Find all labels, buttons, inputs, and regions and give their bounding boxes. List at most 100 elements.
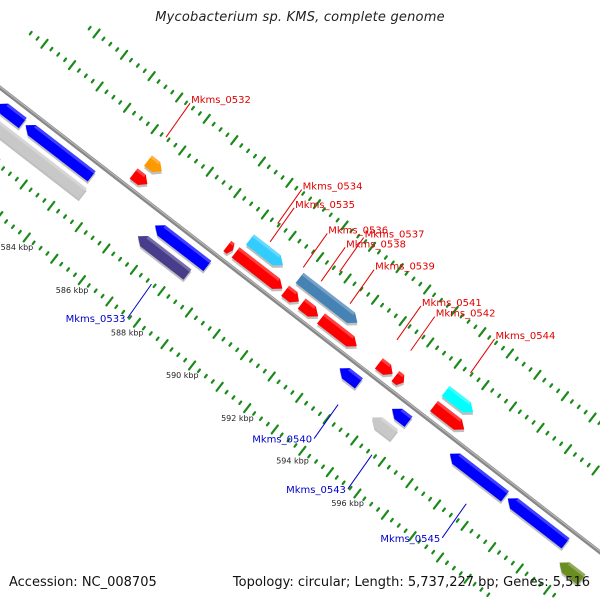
tick-mark [373, 454, 378, 459]
tick-mark [353, 488, 362, 499]
gene-g-c[interactable] [0, 114, 88, 202]
accession-label: Accession: NC_008705 [9, 575, 157, 590]
gene-mkms_0539[interactable] [316, 313, 362, 354]
gene-arrow[interactable] [446, 449, 509, 502]
tick-mark [211, 121, 216, 127]
gene-arrow[interactable] [134, 231, 192, 280]
gene-mkms_0545[interactable] [445, 449, 510, 505]
gene-label-mkms_0533[interactable]: Mkms_0533 [66, 314, 126, 325]
gene-mkms_0536[interactable] [280, 285, 304, 309]
tick-mark [432, 292, 437, 298]
tick-mark [304, 400, 309, 406]
tick-mark [405, 478, 414, 489]
gene-mkms_0540[interactable] [334, 363, 364, 391]
gene-arrow[interactable] [0, 114, 87, 199]
gene-label-mkms_0541[interactable]: Mkms_0541 [422, 298, 482, 309]
gene-label-mkms_0539[interactable]: Mkms_0539 [375, 262, 435, 273]
gene-label-mkms_0540[interactable]: Mkms_0540 [252, 435, 312, 446]
gene-arrow[interactable] [556, 557, 586, 585]
gene-arrow[interactable] [231, 247, 287, 294]
gene-arrow[interactable] [0, 99, 27, 129]
gene-mkms_0544[interactable] [440, 385, 478, 420]
genome-summary: Topology: circular; Length: 5,737,227 bp… [232, 575, 590, 590]
gene-arrow[interactable] [22, 120, 96, 182]
gene-label-mkms_0535[interactable]: Mkms_0535 [295, 200, 355, 211]
gene-mkms_0537[interactable] [294, 272, 362, 331]
tick-mark [476, 377, 481, 383]
tick-mark [160, 339, 169, 350]
tick-mark [524, 414, 529, 420]
gene-g-olive[interactable] [554, 557, 586, 588]
tick-mark [390, 260, 395, 266]
callout-line [470, 338, 495, 374]
tick-mark [481, 380, 490, 391]
gene-label-mkms_0545[interactable]: Mkms_0545 [380, 534, 440, 545]
tick-mark [473, 324, 478, 330]
gene-arrow[interactable] [316, 313, 361, 351]
tick-mark [128, 315, 133, 320]
tick-mark [469, 372, 474, 377]
gene-arrow[interactable] [297, 298, 322, 321]
tick-mark [92, 28, 101, 39]
tick-mark [145, 121, 150, 127]
gene-label-mkms_0532[interactable]: Mkms_0532 [191, 95, 251, 106]
gene-label-mkms_0542[interactable]: Mkms_0542 [436, 309, 496, 320]
tick-mark [576, 404, 581, 410]
gene-mkms_0534[interactable] [245, 234, 288, 272]
gene-arrow[interactable] [151, 220, 212, 272]
gene-g-red2[interactable] [222, 240, 238, 258]
tick-mark [376, 249, 381, 255]
tick-mark [426, 337, 435, 348]
gene-label-mkms_0537[interactable]: Mkms_0537 [365, 230, 425, 241]
tick-mark [486, 592, 491, 598]
gene-arrow[interactable] [374, 358, 397, 379]
gene-arrow[interactable] [223, 240, 236, 256]
gene-mkms_0538[interactable] [296, 298, 323, 324]
gene-g-blue2[interactable] [150, 220, 213, 274]
gene-arrow[interactable] [281, 285, 303, 307]
gene-mkms_0541[interactable] [374, 358, 398, 381]
gene-g-red3[interactable] [429, 400, 470, 437]
gene-mkms_0533[interactable] [133, 231, 193, 283]
tick-mark [472, 581, 477, 587]
gene-g-red1[interactable] [128, 168, 152, 191]
tick-mark [252, 153, 257, 159]
tick-mark [314, 459, 319, 464]
gene-arrow[interactable] [429, 400, 468, 435]
gene-arrow[interactable] [388, 404, 413, 427]
tick-mark [398, 316, 407, 327]
tick-mark [293, 443, 298, 448]
tick-mark [349, 228, 354, 234]
gene-g-blue3[interactable] [387, 404, 414, 430]
gene-label-mkms_0534[interactable]: Mkms_0534 [303, 182, 363, 193]
tick-mark [176, 352, 181, 358]
tick-mark [155, 336, 160, 342]
gene-label-mkms_0538[interactable]: Mkms_0538 [346, 239, 406, 250]
tick-mark [138, 116, 143, 121]
gene-mkms_0542[interactable] [390, 370, 409, 390]
gene-mkms_0532[interactable] [143, 155, 167, 178]
tick-mark [63, 214, 68, 219]
tick-mark [586, 462, 591, 468]
gene-arrow[interactable] [441, 385, 478, 418]
gene-arrow[interactable] [391, 370, 407, 388]
gene-arrow[interactable] [245, 234, 287, 270]
gene-arrow[interactable] [144, 155, 166, 176]
gene-mkms_0543[interactable] [367, 412, 399, 443]
gene-label-mkms_0536[interactable]: Mkms_0536 [328, 225, 388, 236]
tick-mark [560, 391, 570, 402]
callout-line [302, 233, 328, 268]
gene-arrow[interactable] [336, 363, 363, 389]
kbp-label: 592 kbp [221, 414, 254, 423]
gene-g-a[interactable] [0, 99, 28, 131]
gene-arrow[interactable] [504, 493, 570, 549]
gene-g-b[interactable] [20, 120, 97, 185]
gene-arrow[interactable] [368, 412, 399, 440]
gene-arrow[interactable] [295, 272, 362, 328]
gene-label-mkms_0544[interactable]: Mkms_0544 [496, 331, 556, 342]
gene-mkms_0535[interactable] [230, 247, 287, 296]
gene-g-blue4[interactable] [503, 493, 571, 551]
gene-arrow[interactable] [129, 168, 152, 189]
gene-label-mkms_0543[interactable]: Mkms_0543 [286, 485, 346, 496]
